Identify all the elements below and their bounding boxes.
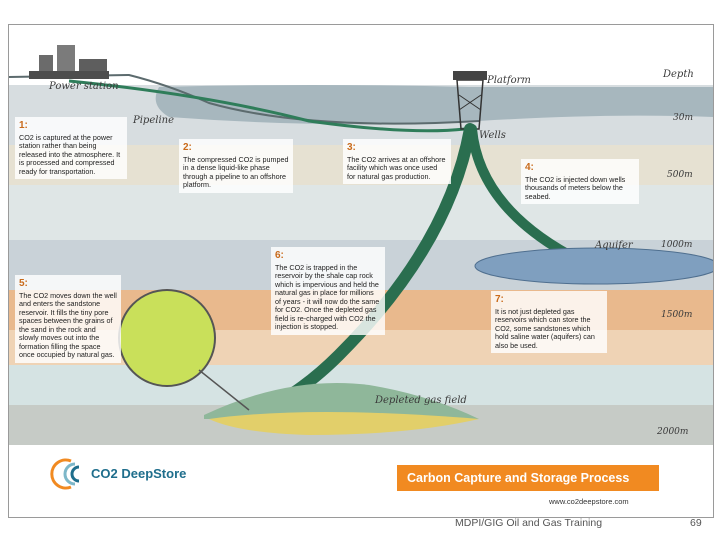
step-7-text: It is not just depleted gas reservoirs w… [495,306,595,350]
depth-label: Depth [662,69,694,80]
wells-label: Wells [479,130,506,141]
gas-field-cap [204,383,479,419]
step-5-number: 5: [19,278,28,289]
website-url[interactable]: www.co2deepstore.com [549,497,629,506]
gas-field-reservoir [209,412,479,435]
pipeline-label: Pipeline [132,115,174,126]
step-5-text: The CO2 moves down the well and enters t… [19,290,117,360]
step-2-text: The compressed CO2 is pumped in a dense … [183,154,289,190]
step-4-box: 4: The CO2 is injected down wells thousa… [521,159,639,205]
page-number: 69 [690,517,702,529]
depleted-gas-field-label: Depleted gas field [374,395,467,406]
depth-30-label: 30m [673,113,693,123]
seabed-line [9,73,480,125]
step-4-text: The CO2 is injected down wells thousands… [525,174,626,201]
depth-500-label: 500m [667,170,693,180]
step-1-number: 1: [19,120,28,131]
power-station-label: Power station [48,81,119,92]
step-7-box: 7: It is not just depleted gas reservoir… [491,291,607,354]
depth-2000-label: 2000m [656,427,688,437]
diagram-frame: Power station Pipeline Platform Wells Aq… [8,24,714,518]
step-6-box: 6: The CO2 is trapped in the reservoir b… [271,247,385,335]
step-3-box: 3: The CO2 arrives at an offshore facili… [343,139,451,185]
logo-text: CO2 DeepStore [91,466,187,481]
co2deepstore-logo-icon [50,458,80,490]
magnifier-line [198,369,250,411]
title-banner: Carbon Capture and Storage Process [397,465,659,491]
step-4-number: 4: [525,162,534,173]
aquifer-label: Aquifer [594,240,634,251]
step-3-number: 3: [347,142,356,153]
step-2-box: 2: The compressed CO2 is pumped in a den… [179,139,293,193]
step-1-text: CO2 is captured at the power station rat… [19,132,121,176]
pipeline [68,79,466,133]
step-3-text: The CO2 arrives at an offshore facility … [347,154,446,181]
step-6-text: The CO2 is trapped in the reservoir by t… [275,262,380,332]
depth-1500-label: 1500m [661,310,692,320]
step-2-number: 2: [183,142,192,153]
depth-1000-label: 1000m [661,240,692,250]
footer-title: MDPI/GIG Oil and Gas Training [455,517,603,529]
step-5-box: 5: The CO2 moves down the well and enter… [15,275,121,363]
platform-icon [453,71,487,130]
sea [155,85,713,125]
step-1-box: 1: CO2 is captured at the power station … [15,117,127,180]
aquifer-layer [474,247,713,285]
step-7-number: 7: [495,294,504,305]
power-station-icon [29,45,109,79]
step-6-number: 6: [275,250,284,261]
platform-label: Platform [486,75,531,86]
